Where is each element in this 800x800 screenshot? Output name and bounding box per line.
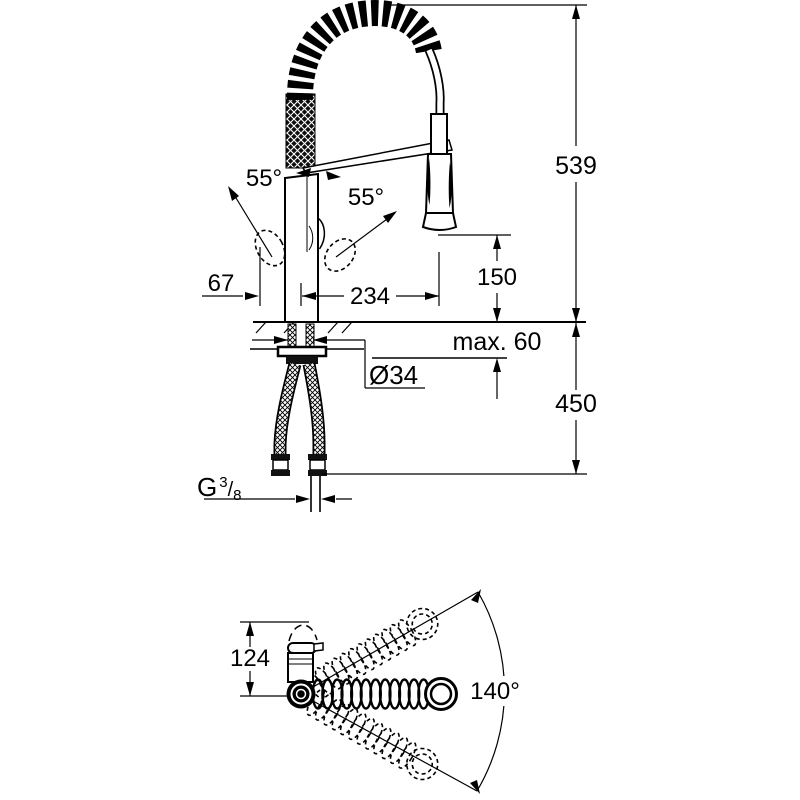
dim-67-label: 67	[208, 270, 235, 297]
mounting-shank	[276, 323, 328, 364]
dim-140-label: 140°	[470, 678, 520, 705]
dim-55-left-label: 55°	[246, 165, 282, 192]
mounting-deck	[250, 321, 586, 350]
dim-below-deck-450: 450	[322, 322, 602, 475]
spout-ghost-lower	[306, 688, 439, 781]
lever-swing-dashed-arc	[288, 624, 318, 642]
body-rect-plan	[287, 652, 314, 683]
spray-head-shade-right	[448, 162, 452, 208]
dim-55-right-label: 55°	[348, 184, 384, 211]
hose-fitting-right	[308, 454, 327, 476]
dim-max60-label: max. 60	[453, 328, 542, 356]
dim-handle-front-67: 67	[202, 247, 261, 306]
connection-pipe-ends	[310, 476, 321, 512]
dim-234-label: 234	[350, 283, 390, 310]
lever-tail-plan	[313, 642, 324, 652]
dim-539-label: 539	[555, 152, 597, 180]
dim-deck-max-60: max. 60	[372, 328, 541, 399]
top-view: 124 140°	[227, 589, 526, 794]
spray-head-skirt	[421, 212, 458, 231]
dim-hole-dia-34: Ø34	[252, 336, 425, 390]
dim-swivel-140: 140°	[464, 589, 526, 794]
spray-head-shade-left	[427, 158, 431, 205]
lever-hub-bump	[317, 217, 326, 250]
lever-plan	[287, 642, 317, 654]
dim-150-label: 150	[477, 264, 517, 291]
dim-reach-234: 234	[300, 252, 440, 310]
spray-head-neck	[430, 113, 448, 155]
swivel-pivot	[286, 679, 316, 709]
spring-coil-arch	[286, 0, 442, 101]
dim-o34-label: Ø34	[369, 360, 418, 390]
body-plan	[287, 624, 324, 683]
lever-ghost-left	[254, 229, 286, 267]
dim-total-height-539: 539	[385, 4, 602, 322]
faucet-body	[284, 172, 326, 321]
hose-fitting-left	[271, 454, 290, 476]
angle-lever-left-55: 55°	[228, 165, 341, 267]
angle-lever-right-55: 55°	[323, 184, 397, 272]
pullout-hose	[424, 48, 445, 118]
mounting-nut	[286, 356, 318, 364]
lever-hub-inner-curve	[308, 225, 314, 251]
spray-head	[421, 113, 458, 231]
spring-spout-plan	[311, 678, 430, 710]
dim-front-depth-124: 124	[227, 621, 309, 697]
spray-head-end-inner	[429, 682, 453, 706]
dim-124-label: 124	[230, 645, 270, 672]
spring-wound-column	[285, 93, 316, 169]
supply-hoses	[271, 362, 327, 512]
dim-450-label: 450	[555, 390, 597, 418]
lever-ghost-right	[323, 238, 357, 272]
surface-hatch-ticks	[255, 321, 353, 334]
dim-outlet-height-150: 150	[438, 234, 520, 322]
mounting-flange	[276, 345, 328, 358]
